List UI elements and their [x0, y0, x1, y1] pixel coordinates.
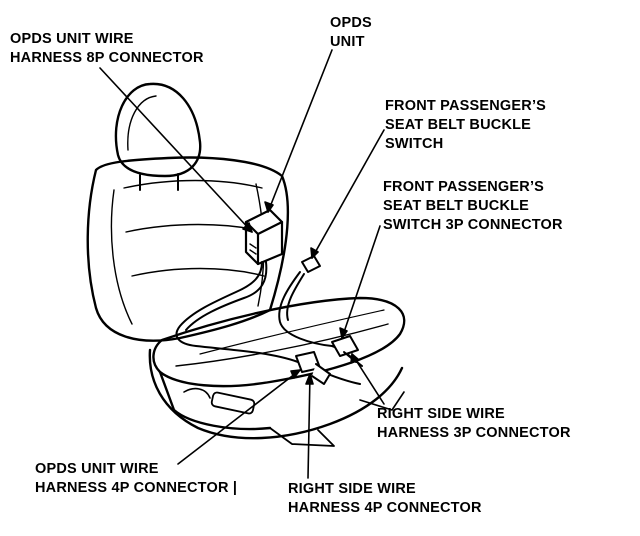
label-opds-unit-wire-harness-4p-connector: OPDS UNIT WIRE HARNESS 4P CONNECTOR | [35, 460, 237, 498]
label-right-side-wire-harness-3p-connector: RIGHT SIDE WIRE HARNESS 3P CONNECTOR [377, 405, 571, 443]
label-right-side-wire-harness-4p-connector: RIGHT SIDE WIRE HARNESS 4P CONNECTOR [288, 480, 482, 518]
label-seat-belt-buckle-switch-3p-connector: FRONT PASSENGER’S SEAT BELT BUCKLE SWITC… [383, 178, 563, 235]
label-opds-unit: OPDS UNIT [330, 14, 372, 52]
label-line: HARNESS 8P CONNECTOR [10, 50, 204, 66]
seat-base [148, 348, 405, 447]
label-line: UNIT [330, 34, 365, 50]
label-line: RIGHT SIDE WIRE [377, 406, 505, 422]
label-line: HARNESS 4P CONNECTOR | [35, 480, 238, 496]
label-line: SEAT BELT BUCKLE [385, 117, 532, 133]
leader-lines [99, 49, 385, 479]
label-line: RIGHT SIDE WIRE [288, 481, 416, 497]
label-line: HARNESS 3P CONNECTOR [377, 425, 571, 441]
label-line: OPDS [330, 15, 372, 31]
label-line: SWITCH 3P CONNECTOR [383, 217, 563, 233]
label-line: FRONT PASSENGER’S [385, 98, 547, 114]
label-opds-unit-wire-harness-8p-connector: OPDS UNIT WIRE HARNESS 8P CONNECTOR [10, 30, 204, 68]
label-line: OPDS UNIT WIRE [10, 31, 134, 47]
opds-unit-box [244, 208, 284, 266]
label-line: HARNESS 4P CONNECTOR [288, 500, 482, 516]
right-side-3p-connector-shape [331, 335, 359, 363]
label-line: SWITCH [385, 136, 444, 152]
label-seat-belt-buckle-switch: FRONT PASSENGER’S SEAT BELT BUCKLE SWITC… [385, 97, 546, 154]
label-line: FRONT PASSENGER’S [383, 179, 545, 195]
buckle-switch-connector [301, 255, 321, 273]
wire-harness [175, 261, 363, 385]
label-line: OPDS UNIT WIRE [35, 461, 159, 477]
right-side-4p-connector-shape [295, 351, 331, 385]
label-line: SEAT BELT BUCKLE [383, 198, 530, 214]
